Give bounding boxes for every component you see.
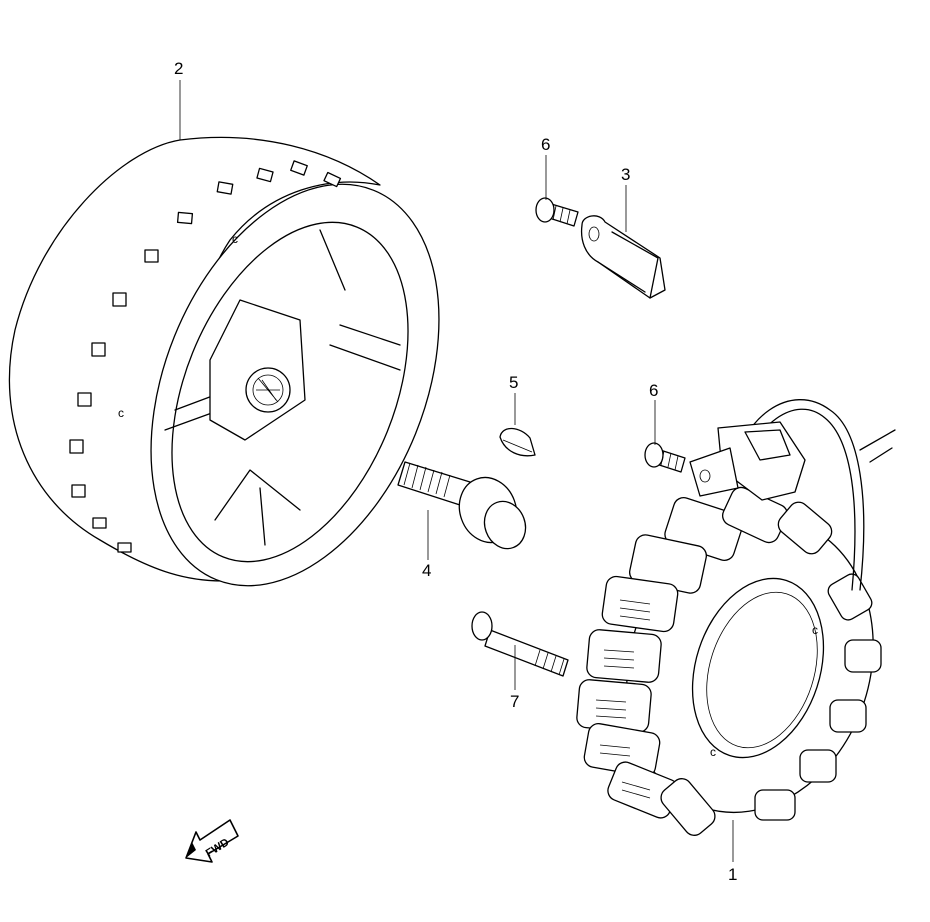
- flywheel-rotor: c c: [8, 136, 440, 587]
- svg-text:c: c: [118, 406, 124, 420]
- rotor-bolt: [397, 461, 527, 550]
- wire-bracket: [580, 215, 666, 299]
- callout-part-6-right: 6: [649, 381, 658, 400]
- callout-part-2: 2: [174, 59, 183, 78]
- leader-lines: [179, 80, 734, 862]
- callout-part-6-top: 6: [541, 135, 550, 154]
- bracket-screw: [535, 197, 579, 227]
- stator-screw: [644, 442, 686, 473]
- woodruff-key: [499, 427, 536, 457]
- callout-part-7: 7: [510, 692, 519, 711]
- svg-text:c: c: [812, 623, 818, 637]
- fwd-arrow-icon: FWD: [185, 819, 239, 863]
- stator-coils: [576, 486, 882, 836]
- callout-part-3: 3: [621, 165, 630, 184]
- callout-part-1: 1: [728, 865, 737, 884]
- stator-bolt: [471, 611, 569, 677]
- callout-part-5: 5: [509, 373, 518, 392]
- svg-text:c: c: [232, 232, 238, 246]
- svg-text:c: c: [710, 745, 716, 759]
- callout-part-4: 4: [422, 561, 431, 580]
- rim-notches: [69, 160, 342, 553]
- stator-assembly: c c: [576, 399, 896, 836]
